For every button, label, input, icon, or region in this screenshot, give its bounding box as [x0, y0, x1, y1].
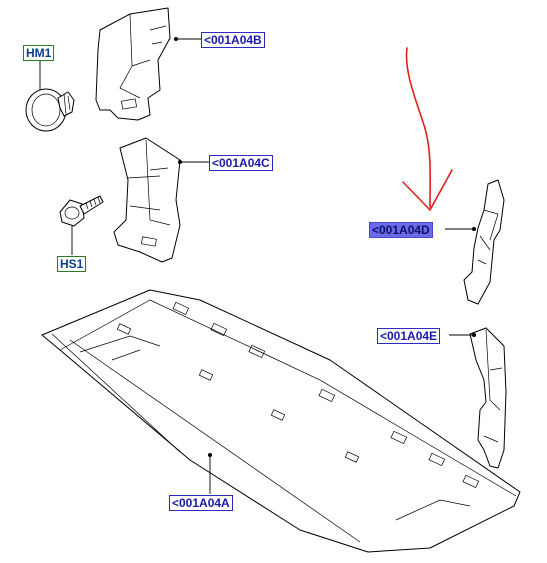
shield-panel-a[interactable] — [41, 289, 521, 553]
annotation-arrow — [402, 47, 453, 211]
part-label-b[interactable]: <001A04B — [201, 32, 265, 48]
bracket-b[interactable] — [95, 7, 171, 121]
fastener-label-hm1[interactable]: HM1 — [23, 45, 55, 61]
bracket-e[interactable] — [469, 327, 507, 469]
part-label-a[interactable]: <001A04A — [169, 495, 233, 511]
leader-lines — [39, 37, 476, 494]
fastener-label-hs1[interactable]: HS1 — [57, 256, 87, 272]
part-label-d[interactable]: <001A04D — [369, 222, 433, 238]
bracket-c[interactable] — [113, 137, 181, 263]
part-label-e[interactable]: <001A04E — [377, 328, 441, 344]
part-label-c[interactable]: <001A04C — [209, 155, 273, 171]
push-pin-fastener[interactable] — [25, 88, 75, 132]
bracket-d[interactable] — [463, 179, 505, 305]
screw-fastener[interactable] — [59, 195, 104, 227]
